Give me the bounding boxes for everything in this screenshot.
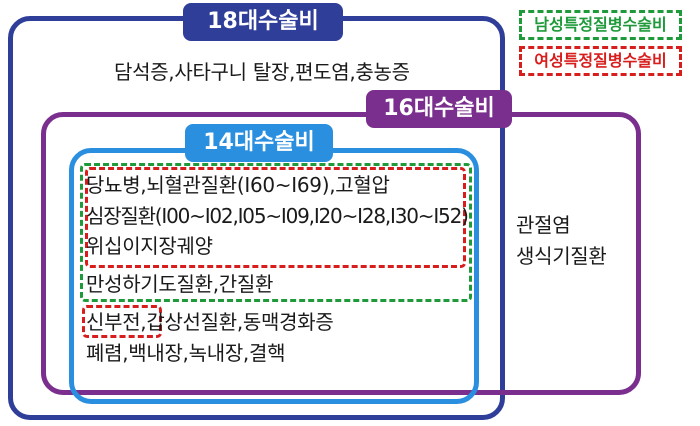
surgery-14-line-5: 신부전,갑상선질환,동맥경화증 [86, 309, 334, 335]
surgery-14-line-3: 위십이지장궤양 [86, 234, 213, 258]
surgery-14-line-1: 당뇨병,뇌혈관질환(I60~I69),고혈압 [86, 173, 390, 197]
surgery-14-line-5-rest: 갑상선질환,동맥경화증 [146, 310, 334, 334]
female-specific-kidney-failure-region [82, 305, 162, 338]
kidney-failure-text: 신부전, [86, 310, 147, 334]
surgery-14-label: 14대수술비 [185, 124, 333, 162]
surgery-14-line-4: 만성하기도질환,간질환 [86, 272, 274, 296]
surgery-18-items: 담석증,사타구니 탈장,편도염,충농증 [114, 60, 410, 84]
male-specific-disease-region [80, 163, 472, 302]
surgery-16-group-box [41, 112, 641, 395]
surgery-16-label: 16대수술비 [366, 90, 512, 128]
surgery-18-label: 18대수술비 [183, 3, 343, 41]
surgery-14-line-6: 폐렴,백내장,녹내장,결핵 [86, 341, 286, 365]
surgery-16-item-arthritis: 관절염 [516, 213, 571, 237]
female-specific-disease-region [85, 167, 466, 268]
legend-female-specific: 여성특정질병수술비 [519, 46, 682, 76]
surgery-16-item-reproductive: 생식기질환 [516, 244, 607, 268]
legend-male-specific: 남성특정질병수술비 [519, 10, 682, 40]
surgery-14-line-2: 심장질환(I00~I02,I05~I09,I20~I28,I30~I52) [86, 204, 469, 228]
